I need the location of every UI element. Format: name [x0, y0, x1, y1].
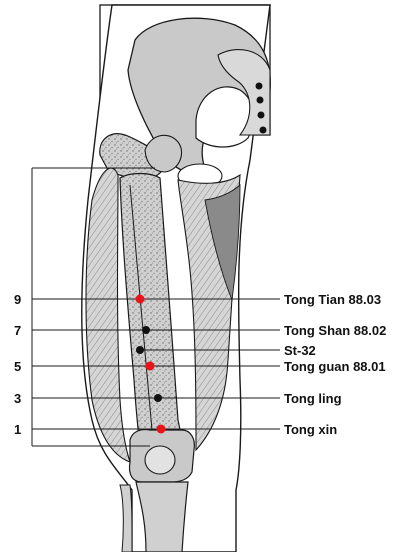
- sacral-foramen-dot: [255, 82, 263, 90]
- acupoint-tong-guan: [145, 361, 155, 371]
- acupoint-tong-tian: [135, 294, 145, 304]
- label-tong-tian: Tong Tian 88.03: [284, 292, 381, 307]
- scale-number: 3: [14, 391, 21, 406]
- label-tong-ling: Tong ling: [284, 391, 342, 406]
- sacral-foramen-dot: [257, 111, 265, 119]
- patella: [144, 445, 176, 475]
- sacral-foramen-dot: [259, 126, 267, 134]
- scale-number: 7: [14, 323, 21, 338]
- label-tong-xin: Tong xin: [284, 422, 337, 437]
- lateral-muscle: [85, 167, 131, 463]
- adductor-shadow: [204, 184, 241, 302]
- scale-number: 9: [14, 292, 21, 307]
- scale-marks: 9 7 5 3 1: [14, 292, 161, 437]
- label-tong-shan: Tong Shan 88.02: [284, 323, 386, 338]
- label-st32: St-32: [284, 343, 316, 358]
- leader-lines: [140, 298, 280, 430]
- acupoint-tong-ling: [154, 394, 162, 402]
- scale-number: 5: [14, 359, 21, 374]
- label-tong-guan: Tong guan 88.01: [284, 359, 386, 374]
- fibula: [119, 484, 133, 553]
- acupoint-tong-xin: [156, 424, 166, 434]
- point-labels: Tong Tian 88.03 Tong Shan 88.02 St-32 To…: [284, 292, 386, 437]
- sacral-foramen-dot: [256, 96, 264, 104]
- acupoint-st32: [136, 346, 144, 354]
- scale-number: 1: [14, 422, 21, 437]
- acupoint-tong-shan: [142, 326, 150, 334]
- femoral-head: [144, 134, 183, 173]
- sacrum-bone: [217, 49, 271, 136]
